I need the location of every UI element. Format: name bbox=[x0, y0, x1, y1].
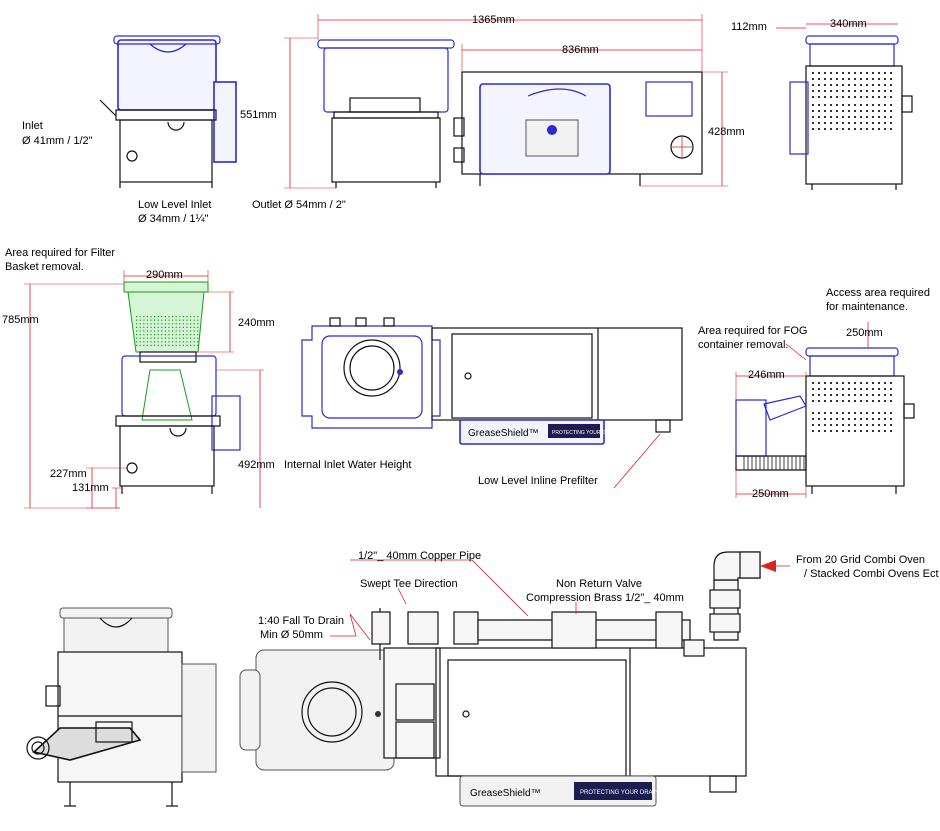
dim-836: 836mm bbox=[562, 44, 599, 56]
fall-line-2: Min Ø 50mm bbox=[260, 629, 323, 641]
side-view-unit-1 bbox=[99, 35, 237, 188]
dim-340: 340mm bbox=[830, 18, 867, 30]
dim-240: 240mm bbox=[238, 317, 275, 329]
dim-131: 131mm bbox=[72, 482, 109, 494]
brand-logo-1: GreaseShield™ bbox=[468, 428, 539, 439]
prefilter-leader bbox=[613, 433, 661, 489]
side-view-unit-3 bbox=[789, 35, 913, 190]
inlet-size: Ø 41mm / 1/2" bbox=[22, 135, 93, 147]
access-area-line-2: for maintenance. bbox=[826, 301, 908, 313]
dim-250-bottom: 250mm bbox=[752, 488, 789, 500]
side-view-basket-unit bbox=[115, 281, 241, 494]
combi-line-2: / Stacked Combi Ovens Ect bbox=[804, 568, 939, 580]
brand-logo-2: GreaseShield™ bbox=[470, 788, 541, 799]
fog-area-line-2: container removal. bbox=[698, 339, 789, 351]
fog-area-line-1: Area required for FOG bbox=[698, 325, 807, 337]
low-inlet-title: Low Level Inlet bbox=[138, 199, 211, 211]
dimensions-row-1 bbox=[284, 14, 898, 189]
dim-290: 290mm bbox=[146, 269, 183, 281]
vent-grid-2 bbox=[812, 382, 892, 432]
brand-tagline-2: PROTECTING YOUR DRAINS bbox=[580, 790, 663, 796]
dim-112: 112mm bbox=[731, 21, 767, 33]
inlet-title: Inlet bbox=[22, 120, 43, 132]
side-view-unit-2 bbox=[317, 39, 455, 188]
top-view-unit bbox=[301, 317, 683, 445]
dim-227: 227mm bbox=[50, 468, 87, 480]
combi-line-1: From 20 Grid Combi Oven bbox=[796, 554, 925, 566]
dim-492: 492mm bbox=[238, 459, 275, 471]
vent-grid-1 bbox=[812, 72, 892, 130]
internal-water-label: Internal Inlet Water Height bbox=[284, 459, 411, 471]
dimensions-row-2-right bbox=[735, 322, 869, 498]
brand-tagline-1: PROTECTING YOUR DRAINS bbox=[552, 430, 621, 436]
access-area-line-1: Access area required bbox=[826, 287, 930, 299]
swept-tee-label: Swept Tee Direction bbox=[360, 578, 458, 590]
non-return-line-2: Compression Brass 1/2"_ 40mm bbox=[526, 592, 684, 604]
fall-line-1: 1:40 Fall To Drain bbox=[258, 615, 344, 627]
dimensions-row-2-left bbox=[24, 270, 264, 509]
top-view-with-pipework bbox=[239, 551, 761, 807]
filter-area-line-1: Area required for Filter bbox=[5, 247, 115, 259]
dim-246: 246mm bbox=[748, 369, 785, 381]
low-inlet-size: Ø 34mm / 1¼" bbox=[138, 213, 209, 225]
outlet-label: Outlet Ø 54mm / 2" bbox=[252, 199, 346, 211]
copper-pipe-label: 1/2"_ 40mm Copper Pipe bbox=[358, 550, 481, 562]
non-return-line-1: Non Return Valve bbox=[556, 578, 642, 590]
prefilter-label: Low Level Inline Prefilter bbox=[478, 475, 598, 487]
side-view-fog-unit bbox=[735, 347, 915, 494]
dim-551: 551mm bbox=[240, 109, 277, 121]
leaders-row-3 bbox=[330, 559, 790, 641]
filter-area-line-2: Basket removal. bbox=[5, 261, 84, 273]
dim-250-top: 250mm bbox=[846, 327, 883, 339]
dim-1365: 1365mm bbox=[472, 14, 515, 26]
side-view-with-pipework bbox=[26, 607, 217, 807]
dim-428: 428mm bbox=[708, 126, 745, 138]
tank-front-view bbox=[453, 71, 703, 186]
dim-785: 785mm bbox=[2, 314, 39, 326]
